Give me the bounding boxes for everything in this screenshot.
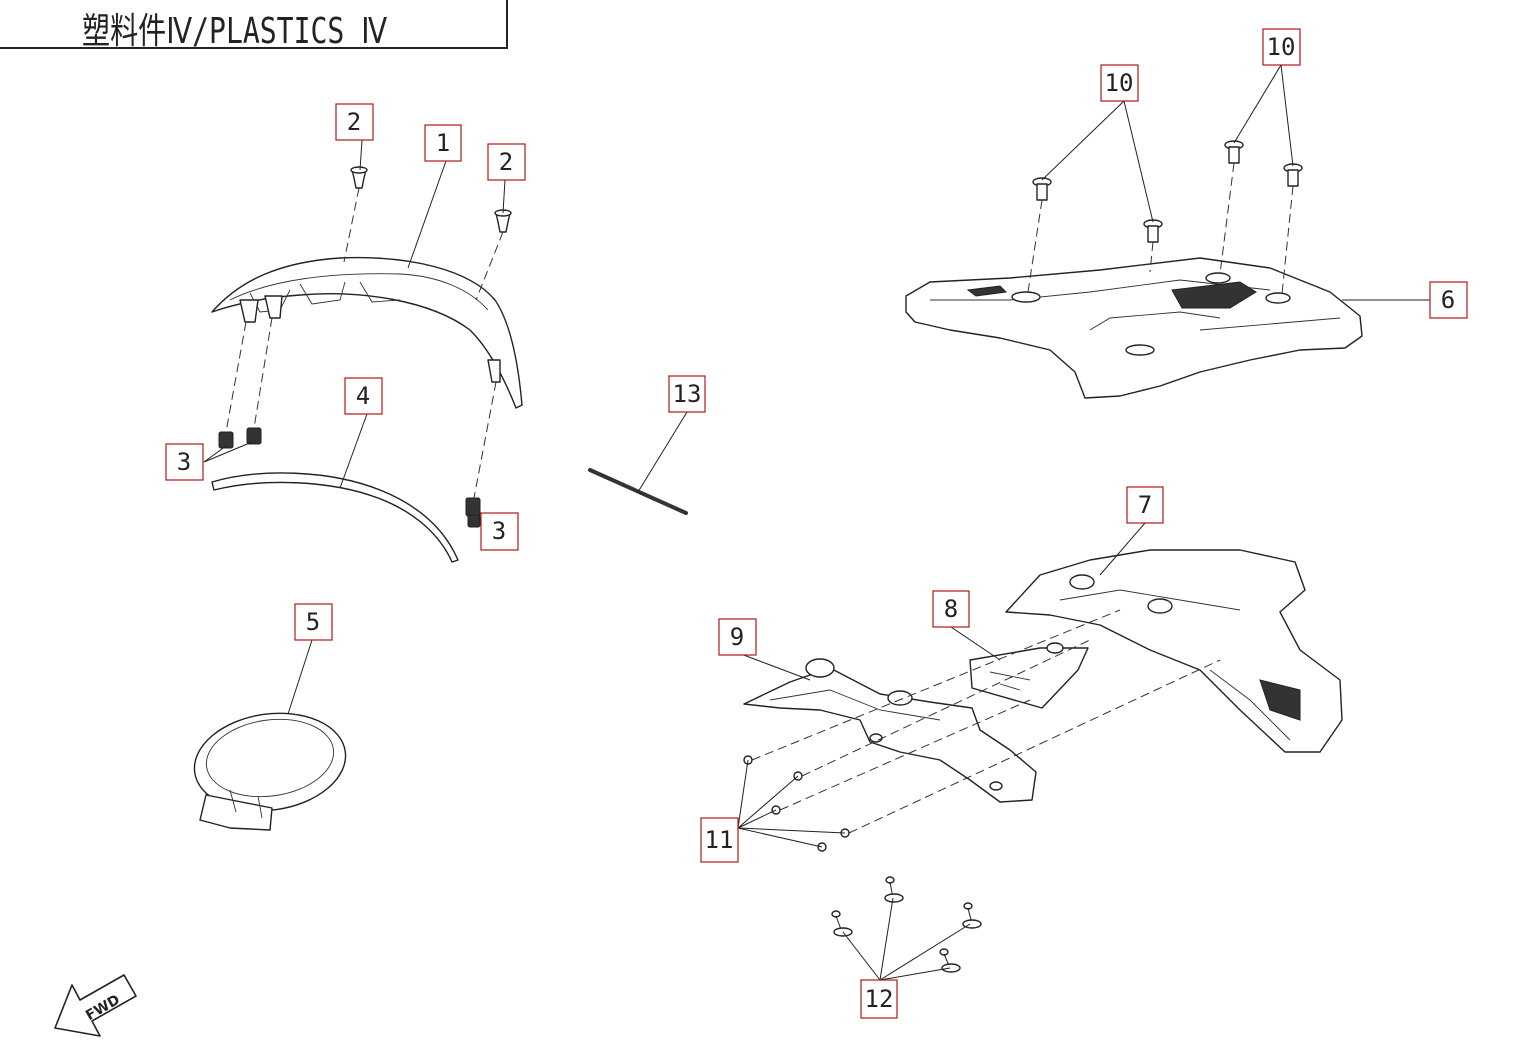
callout-9: 9 <box>718 618 757 656</box>
svg-text:4: 4 <box>356 382 370 410</box>
assembly-lines <box>225 162 1294 834</box>
callout-6: 6 <box>1429 281 1468 319</box>
svg-text:2: 2 <box>347 108 361 136</box>
part-11-screws <box>743 755 850 852</box>
callout-10-left: 10 <box>1100 64 1139 102</box>
callout-3-left: 3 <box>165 443 204 481</box>
svg-text:1: 1 <box>436 129 450 157</box>
part-1-rear-cover <box>211 256 523 409</box>
callout-1: 1 <box>424 124 462 162</box>
svg-text:9: 9 <box>730 623 744 651</box>
callout-2-right: 2 <box>487 143 526 181</box>
callout-13: 13 <box>668 375 706 413</box>
svg-text:10: 10 <box>1267 33 1296 61</box>
callout-8: 8 <box>932 590 970 628</box>
svg-text:5: 5 <box>306 608 320 636</box>
svg-text:3: 3 <box>177 448 191 476</box>
svg-text:7: 7 <box>1138 491 1152 519</box>
callout-11: 11 <box>700 817 739 863</box>
fwd-arrow-icon: FWD <box>54 974 137 1037</box>
svg-text:13: 13 <box>673 380 702 408</box>
callout-12: 12 <box>860 979 898 1019</box>
part-5-ring <box>193 712 347 831</box>
svg-text:6: 6 <box>1441 286 1455 314</box>
callout-2-left: 2 <box>335 103 374 141</box>
svg-text:11: 11 <box>705 826 734 854</box>
part-4-trim-strip <box>211 472 459 563</box>
callout-10-right: 10 <box>1262 28 1301 66</box>
leader-lines <box>203 64 1430 981</box>
part-6-rear-rack <box>905 257 1363 399</box>
callout-4: 4 <box>344 377 383 415</box>
svg-text:8: 8 <box>944 595 958 623</box>
part-2-rivet-left <box>350 166 368 189</box>
part-3-clips <box>218 427 481 528</box>
title-box: 塑料件Ⅳ/PLASTICS Ⅳ <box>0 0 508 52</box>
part-7-bracket <box>1005 549 1343 753</box>
callout-7: 7 <box>1126 486 1164 524</box>
part-12-bolts <box>831 876 982 973</box>
svg-text:12: 12 <box>865 985 894 1013</box>
part-10-bolts <box>1032 140 1303 243</box>
svg-text:2: 2 <box>499 148 513 176</box>
part-8-plate <box>969 642 1089 709</box>
diagram-title: 塑料件Ⅳ/PLASTICS Ⅳ <box>82 11 388 52</box>
part-2-rivet-right <box>494 209 512 233</box>
part-9-subframe <box>743 658 1037 803</box>
svg-text:10: 10 <box>1105 69 1134 97</box>
callout-5: 5 <box>294 603 333 641</box>
callout-3-right: 3 <box>480 512 519 551</box>
svg-text:3: 3 <box>492 517 506 545</box>
